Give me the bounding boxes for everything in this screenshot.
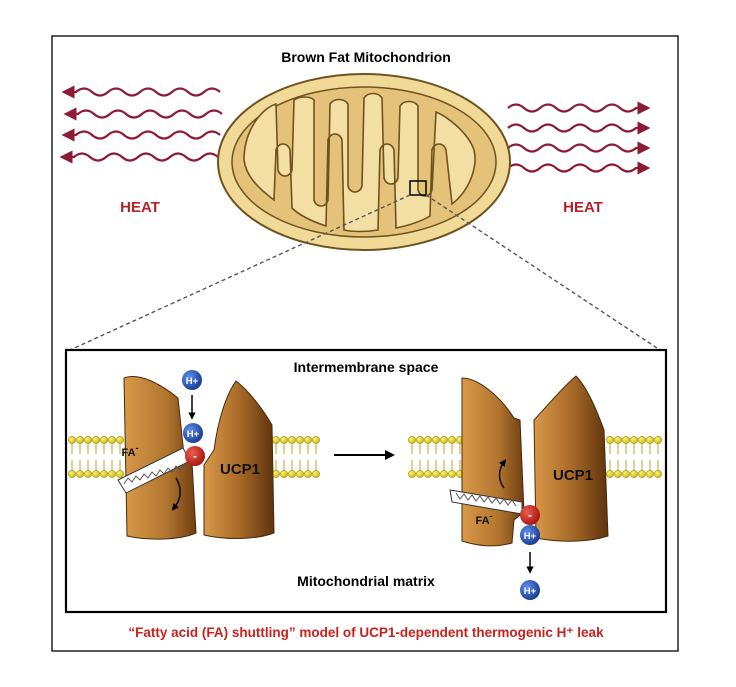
lipid-head [424,470,432,478]
lipid-head [646,436,654,444]
lipid-head [76,470,84,478]
lipid-head [448,436,456,444]
fa-label-right: FA- [475,511,492,527]
anion-charge-right: - [528,508,532,522]
anion-icon [520,505,540,525]
zoom-box [409,180,427,196]
lipid-head [638,470,646,478]
lipid-head [304,436,312,444]
anion-charge-left: - [193,449,197,463]
mitochondrial-matrix-label: Mitochondrial matrix [297,573,435,589]
lipid-head [432,470,440,478]
lipid-head [614,470,622,478]
heat-wave-icon [507,101,651,175]
lipid-head [654,436,662,444]
lipid-head [416,470,424,478]
lipid-head [432,436,440,444]
lipid-head [606,436,614,444]
proton-icon [520,525,540,545]
curved-arrow-icon [498,459,507,489]
lipid-head [416,436,424,444]
lipid-head [84,436,92,444]
lipid-head [92,470,100,478]
lipid-head [614,436,622,444]
lipid-head [100,436,108,444]
lipid-head [646,470,654,478]
lipid-head [606,470,614,478]
lipid-head [630,470,638,478]
fa-label-left: FA- [121,443,138,459]
heat-label-right: HEAT [563,199,603,216]
lipid-head [440,436,448,444]
lipid-head [622,470,630,478]
mitochondrion-illustration [217,73,511,251]
figure-title: Brown Fat Mitochondrion [281,49,451,65]
zoom-line-left [69,194,411,351]
lipid-head [288,436,296,444]
proton-label: H+ [187,429,200,440]
lipid-head [448,470,456,478]
heat-label-left: HEAT [120,199,160,216]
lipid-head [312,470,320,478]
figure-caption: “Fatty acid (FA) shuttling” model of UCP… [128,625,604,640]
lipid-head [68,436,76,444]
ucp1-protein-left [123,376,275,540]
intermembrane-space-label: Intermembrane space [294,359,439,375]
proton-icon [183,423,203,443]
lipid-head [68,470,76,478]
lipid-head [272,436,280,444]
lipid-head [108,470,116,478]
lipid-head [440,470,448,478]
lipid-head [630,436,638,444]
lipid-head [638,436,646,444]
lipid-head [304,470,312,478]
ucp1-label-right: UCP1 [553,467,593,484]
curved-arrow-icon [171,477,181,511]
lipid-head [296,470,304,478]
lipid-head [424,436,432,444]
lipid-head [280,470,288,478]
lipid-head [76,436,84,444]
proton-icon [182,370,202,390]
anion-icon [185,446,205,466]
lipid-head [116,470,124,478]
lipid-head [280,436,288,444]
lipid-head [408,436,416,444]
lipid-head [100,470,108,478]
proton-icon [520,580,540,600]
lipid-head [622,436,630,444]
lipid-head [84,470,92,478]
lipid-head [654,470,662,478]
proton-label: H+ [524,531,537,542]
lipid-head [92,436,100,444]
lipid-head [272,470,280,478]
lipid-bilayer-right [408,436,662,478]
proton-label: H+ [186,376,199,387]
lipid-head [408,470,416,478]
lipid-bilayer-left [68,436,320,478]
heat-wave-icon [59,85,223,164]
zoom-line-right [425,194,661,351]
proton-label: H+ [524,586,537,597]
lipid-head [296,436,304,444]
lipid-head [116,436,124,444]
lipid-head [288,470,296,478]
lipid-head [108,436,116,444]
lipid-head [312,436,320,444]
ucp1-label-left: UCP1 [220,461,260,478]
